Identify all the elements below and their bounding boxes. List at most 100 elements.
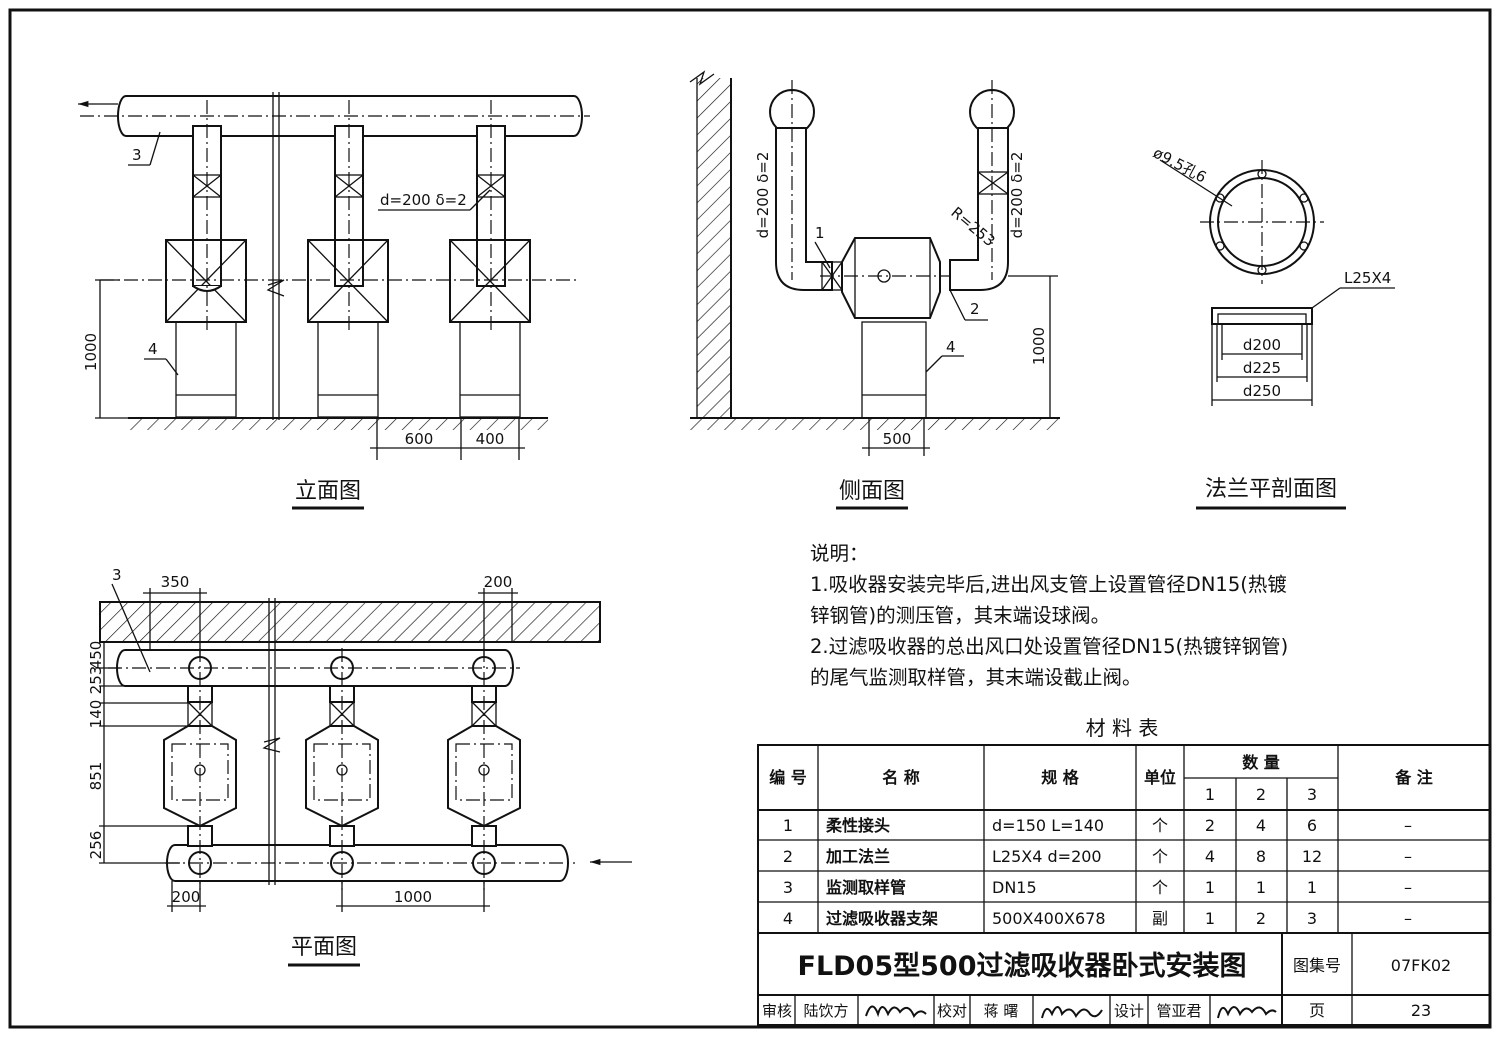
row-q3: 6 <box>1307 816 1317 835</box>
row-spec: d=150 L=140 <box>992 816 1104 835</box>
reviewer-name: 陆饮方 <box>803 1002 848 1020</box>
row-q2: 8 <box>1256 847 1266 866</box>
flange-angle: L25X4 <box>1344 269 1391 287</box>
plan-dim-1000: 1000 <box>394 888 432 906</box>
plan-dim-140: 140 <box>87 700 105 729</box>
col-remark: 备 注 <box>1394 768 1433 787</box>
row-unit: 个 <box>1152 847 1168 866</box>
note-line: 的尾气监测取样管，其末端设截止阀。 <box>810 666 1142 689</box>
sheet-border <box>8 8 1492 1029</box>
col-qty: 数 量 <box>1242 753 1280 772</box>
elev-dim-600: 600 <box>405 430 434 448</box>
notes-heading: 说明： <box>810 542 869 565</box>
row-spec: DN15 <box>992 878 1037 897</box>
col-q1: 1 <box>1205 785 1215 804</box>
page-number: 23 <box>1411 1001 1431 1020</box>
plan-dim-256: 256 <box>87 831 105 860</box>
sheet-title: FLD05型500过滤吸收器卧式安装图 <box>798 951 1247 982</box>
plan-dim-851: 851 <box>87 762 105 791</box>
side-view: 1000 500 d=200 δ=2 d=200 δ=2 R=253 1 2 4… <box>689 70 1060 510</box>
row-name: 过滤吸收器支架 <box>826 909 938 928</box>
col-name: 名 称 <box>882 768 920 787</box>
check-label: 校对 <box>937 1002 967 1020</box>
plan-dim-200-bottom: 200 <box>172 888 201 906</box>
note-line: 锌钢管)的测压管，其末端设球阀。 <box>810 604 1111 627</box>
flange-holes: ø9.5孔6 <box>1150 144 1209 187</box>
elevation-unit-1 <box>165 125 247 418</box>
side-callout-1: 1 <box>815 224 825 242</box>
plan-caption: 平面图 <box>291 935 357 960</box>
side-dim-500: 500 <box>883 430 912 448</box>
side-callout-2: 2 <box>970 300 980 318</box>
elev-callout-3: 3 <box>132 146 142 164</box>
row-remark: – <box>1404 847 1412 866</box>
row-unit: 个 <box>1152 878 1168 897</box>
checker-name: 蒋 曙 <box>984 1002 1019 1020</box>
title-block: FLD05型500过滤吸收器卧式安装图 图集号 07FK02 审核 陆饮方 校对… <box>762 933 1451 1025</box>
elevation-view: 1000 600 400 d=200 δ=2 3 4 立面图 <box>78 92 590 510</box>
flange-d250: d250 <box>1243 382 1281 400</box>
row-remark: – <box>1404 878 1412 897</box>
row-unit: 副 <box>1152 909 1168 928</box>
checker-signature <box>1041 1006 1103 1019</box>
plan-dim-450: 450 <box>87 641 105 670</box>
flange-view: ø9.5孔6 L25X4 d200 d225 d250 法兰平剖面图 <box>1150 144 1395 510</box>
designer-name: 管亚君 <box>1156 1002 1201 1020</box>
review-label: 审核 <box>762 1002 792 1020</box>
col-unit: 单位 <box>1144 768 1176 787</box>
plan-unit-3 <box>447 648 521 890</box>
design-label: 设计 <box>1114 1002 1144 1020</box>
plan-dim-200-top: 200 <box>484 573 513 591</box>
elev-dim-400: 400 <box>476 430 505 448</box>
side-pipe-label-right: d=200 δ=2 <box>1008 152 1026 239</box>
materials-title: 材 料 表 <box>1086 716 1159 740</box>
elev-dim-height: 1000 <box>82 333 100 371</box>
materials-table: 材 料 表 编 号 名 称 规 格 单位 数 量 1 2 3 备 注 1 柔性接 <box>757 716 1491 1026</box>
side-pipe-label-left: d=200 δ=2 <box>754 152 772 239</box>
elevation-unit-2 <box>307 125 389 418</box>
elev-callout-4: 4 <box>148 340 158 358</box>
row-q2: 2 <box>1256 909 1266 928</box>
table-row: 1 柔性接头 d=150 L=140 个 2 4 6 – <box>783 816 1412 835</box>
row-spec: 500X400X678 <box>992 909 1106 928</box>
row-remark: – <box>1404 816 1412 835</box>
row-q1: 2 <box>1205 816 1215 835</box>
row-name: 加工法兰 <box>825 847 890 866</box>
row-spec: L25X4 d=200 <box>992 847 1102 866</box>
row-no: 1 <box>783 816 793 835</box>
plan-unit-2 <box>305 648 379 890</box>
flange-d200: d200 <box>1243 336 1281 354</box>
note-line: 1.吸收器安装完毕后,进出风支管上设置管径DN15(热镀 <box>810 573 1287 596</box>
atlas-number: 07FK02 <box>1391 956 1451 975</box>
row-q1: 4 <box>1205 847 1215 866</box>
plan-view: 450 253 140 851 256 350 200 3 200 1000 平… <box>87 566 632 967</box>
side-caption: 侧面图 <box>839 479 905 504</box>
row-q3: 3 <box>1307 909 1317 928</box>
note-line: 2.过滤吸收器的总出风口处设置管径DN15(热镀锌钢管) <box>810 635 1289 658</box>
row-q3: 12 <box>1302 847 1322 866</box>
row-no: 2 <box>783 847 793 866</box>
designer-signature <box>1217 1006 1277 1019</box>
page-label: 页 <box>1309 1001 1325 1020</box>
table-row: 4 过滤吸收器支架 500X400X678 副 1 2 3 – <box>783 909 1412 928</box>
plan-dim-350: 350 <box>161 573 190 591</box>
row-q1: 1 <box>1205 909 1215 928</box>
elevation-caption: 立面图 <box>295 479 361 504</box>
row-unit: 个 <box>1152 816 1168 835</box>
flange-caption: 法兰平剖面图 <box>1205 477 1337 502</box>
row-q2: 4 <box>1256 816 1266 835</box>
table-row: 3 监测取样管 DN15 个 1 1 1 – <box>783 878 1412 897</box>
row-name: 监测取样管 <box>826 878 906 897</box>
atlas-label: 图集号 <box>1293 956 1341 975</box>
plan-unit-1 <box>163 648 237 890</box>
plan-callout-3: 3 <box>112 566 122 584</box>
col-q2: 2 <box>1256 785 1266 804</box>
plan-dim-253: 253 <box>87 666 105 695</box>
reviewer-signature <box>865 1005 927 1018</box>
row-q1: 1 <box>1205 878 1215 897</box>
row-q2: 1 <box>1256 878 1266 897</box>
side-dim-height: 1000 <box>1030 327 1048 365</box>
elev-pipe-label: d=200 δ=2 <box>380 191 467 209</box>
notes-block: 说明： 1.吸收器安装完毕后,进出风支管上设置管径DN15(热镀 锌钢管)的测压… <box>810 538 1410 693</box>
